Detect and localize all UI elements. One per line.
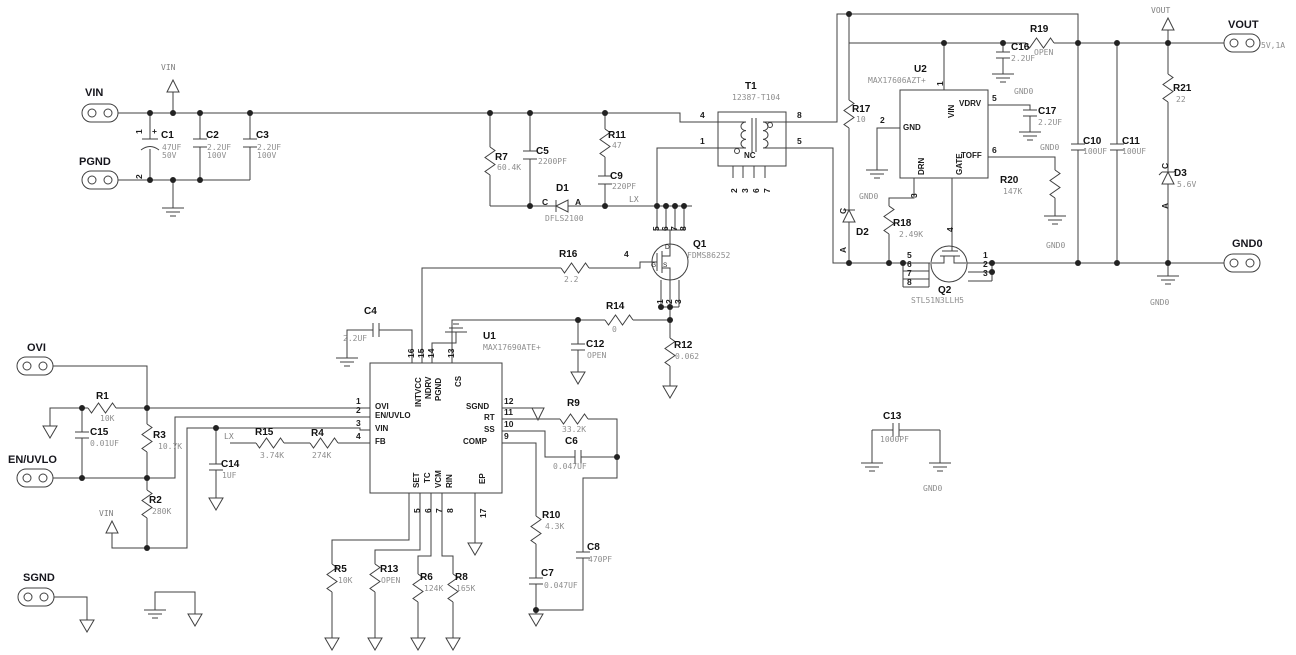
net-arrows <box>105 16 1175 534</box>
t1-secondary-phase-dot <box>767 122 773 128</box>
d1-triangle <box>554 199 569 213</box>
sgnd-port <box>17 587 55 607</box>
enuvlo-port <box>16 468 54 488</box>
vin-port <box>81 103 119 123</box>
vin-net-arrow-bottom <box>105 519 119 534</box>
ovi-port <box>16 356 54 376</box>
t1-body <box>717 111 787 167</box>
t1-primary-phase-dot <box>734 148 740 154</box>
vout-net-arrow <box>1161 16 1175 31</box>
diode-symbols <box>554 168 1178 223</box>
connector-ports <box>16 33 1261 607</box>
capacitor-symbols <box>75 51 1124 585</box>
q2-body <box>930 245 968 283</box>
gnd0-port <box>1223 253 1261 273</box>
vin-net-arrow-top <box>166 78 180 93</box>
signal-grounds <box>42 371 678 651</box>
earth-grounds <box>144 73 1179 619</box>
transformer-t1 <box>717 111 787 167</box>
u1-body <box>369 362 503 494</box>
u2-body <box>899 89 989 179</box>
wires <box>49 13 1224 638</box>
vout-port <box>1223 33 1261 53</box>
mosfet-q2 <box>930 245 968 283</box>
pgnd-port <box>81 170 119 190</box>
mosfet-q1 <box>651 243 689 281</box>
d2-triangle <box>842 208 856 223</box>
resistor-symbols <box>87 37 1174 603</box>
d3-triangle <box>1161 170 1175 185</box>
junction-dots <box>79 11 1171 613</box>
